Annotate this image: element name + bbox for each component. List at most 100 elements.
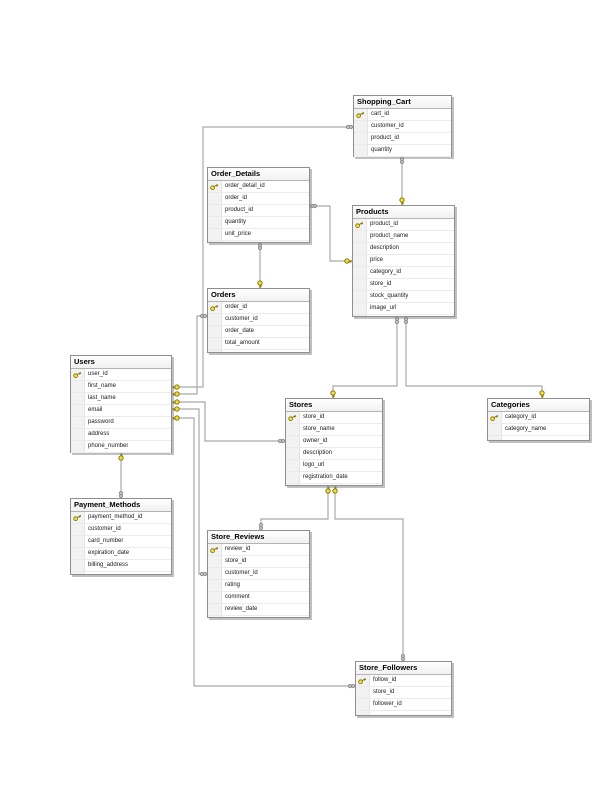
table-title[interactable]: Users: [71, 356, 171, 369]
relationship-users-payment-methods[interactable]: [118, 453, 124, 499]
column-row-store-id[interactable]: store_id: [356, 687, 451, 699]
row-gutter: [208, 241, 222, 242]
column-row-product-id[interactable]: product_id: [208, 205, 309, 217]
column-row-price[interactable]: price: [353, 255, 454, 267]
column-row-follow-id[interactable]: follow_id: [356, 675, 451, 687]
one-end-key-icon: [172, 384, 180, 390]
column-row-order-detail-id[interactable]: order_detail_id: [208, 181, 309, 193]
column-row-category-id[interactable]: category_id: [353, 267, 454, 279]
column-name: store_id: [225, 558, 247, 564]
relationship-stores-store-reviews[interactable]: [258, 486, 331, 531]
column-row-password[interactable]: password: [71, 417, 171, 429]
column-row-expiration-date[interactable]: expiration_date: [71, 548, 171, 560]
column-row-store-id[interactable]: store_id: [353, 279, 454, 291]
column-row-comment[interactable]: comment: [208, 592, 309, 604]
many-end-infinity-icon: [345, 124, 354, 130]
relationship-line[interactable]: [332, 317, 398, 398]
column-name: product_name: [370, 233, 409, 239]
column-row-email[interactable]: email: [71, 405, 171, 417]
column-row-payment-method-id[interactable]: payment_method_id: [71, 512, 171, 524]
column-row-follower-id[interactable]: follower_id: [356, 699, 451, 711]
column-row-category-name[interactable]: category_name: [488, 424, 589, 436]
column-row-registration-date[interactable]: registration_date: [286, 472, 382, 484]
column-row-store-id[interactable]: store_id: [208, 556, 309, 568]
table-title[interactable]: Categories: [488, 399, 589, 412]
column-row-owner-id[interactable]: owner_id: [286, 436, 382, 448]
table-title[interactable]: Products: [353, 206, 454, 219]
primary-key-icon: [353, 219, 367, 230]
relationship-stores-products[interactable]: [330, 316, 400, 398]
relationship-categories-products[interactable]: [403, 316, 545, 398]
column-row-review-id[interactable]: review_id: [208, 544, 309, 556]
column-row-phone-number[interactable]: phone_number: [71, 441, 171, 453]
column-row-customer-id[interactable]: customer_id: [354, 121, 451, 133]
table-title[interactable]: Shopping_Cart: [354, 96, 451, 109]
relationship-line[interactable]: [172, 401, 285, 442]
relationship-line[interactable]: [260, 486, 329, 530]
relationship-products-order-details[interactable]: [309, 203, 352, 264]
table-title[interactable]: Stores: [286, 399, 382, 412]
relationship-users-store-reviews[interactable]: [172, 406, 208, 577]
column-row-image-url[interactable]: image_url: [353, 303, 454, 315]
column-row-first-name[interactable]: first_name: [71, 381, 171, 393]
column-row-customer-id[interactable]: customer_id: [71, 524, 171, 536]
relationship-users-store-followers[interactable]: [172, 415, 356, 689]
table-title[interactable]: Store_Followers: [356, 662, 451, 675]
column-row-store-id[interactable]: store_id: [286, 412, 382, 424]
column-row-total-amount[interactable]: total_amount: [208, 338, 309, 350]
column-row-logo-url[interactable]: logo_url: [286, 460, 382, 472]
table-title[interactable]: Order_Details: [208, 168, 309, 181]
relationship-line[interactable]: [172, 126, 353, 388]
column-row-stock-quantity[interactable]: stock_quantity: [353, 291, 454, 303]
column-row-order-id[interactable]: order_id: [208, 193, 309, 205]
relationship-line[interactable]: [172, 417, 355, 687]
column-row-review-date[interactable]: review_date: [208, 604, 309, 616]
relationship-line[interactable]: [405, 317, 543, 398]
column-name: rating: [225, 582, 241, 588]
column-row-cart-id[interactable]: cart_id: [354, 109, 451, 121]
column-row-quantity[interactable]: quantity: [208, 217, 309, 229]
column-row-card-number[interactable]: card_number: [71, 536, 171, 548]
table-title[interactable]: Orders: [208, 289, 309, 302]
column-row-category-id[interactable]: category_id: [488, 412, 589, 424]
column-row-customer-id[interactable]: customer_id: [208, 314, 309, 326]
column-row-unit-price[interactable]: unit_price: [208, 229, 309, 241]
relationship-users-shopping-cart[interactable]: [172, 124, 354, 390]
column-row-description[interactable]: description: [286, 448, 382, 460]
relationship-users-stores[interactable]: [172, 399, 286, 444]
column-row-last-name[interactable]: last_name: [71, 393, 171, 405]
column-row-product-id[interactable]: product_id: [353, 219, 454, 231]
column-row-order-date[interactable]: order_date: [208, 326, 309, 338]
column-row-store-name[interactable]: store_name: [286, 424, 382, 436]
column-row-description[interactable]: description: [353, 243, 454, 255]
column-row-user-id[interactable]: user_id: [71, 369, 171, 381]
column-row-rating[interactable]: rating: [208, 580, 309, 592]
column-row-product-name[interactable]: product_name: [353, 231, 454, 243]
relationship-line[interactable]: [310, 205, 352, 262]
column-row-quantity[interactable]: quantity: [354, 145, 451, 157]
column-row-order-id[interactable]: order_id: [208, 302, 309, 314]
column-row-customer-id[interactable]: customer_id: [208, 568, 309, 580]
relationship-users-orders[interactable]: [172, 313, 208, 397]
column-row-address[interactable]: address: [71, 429, 171, 441]
table-title[interactable]: Payment_Methods: [71, 499, 171, 512]
relationship-products-shopping-cart[interactable]: [399, 156, 405, 205]
relationship-orders-order-details[interactable]: [257, 242, 263, 288]
column-row-product-id[interactable]: product_id: [354, 133, 451, 145]
relationship-line[interactable]: [334, 486, 404, 661]
relationship-line[interactable]: [172, 315, 207, 395]
relationship-line[interactable]: [172, 408, 207, 575]
table-title[interactable]: Store_Reviews: [208, 531, 309, 544]
relationship-stores-store-followers[interactable]: [332, 486, 406, 662]
column-row-billing-address[interactable]: billing_address: [71, 560, 171, 572]
